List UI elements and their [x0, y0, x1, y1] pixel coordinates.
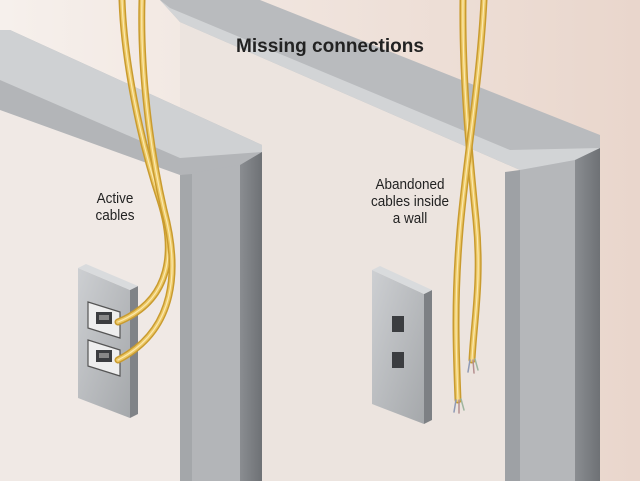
- abandoned-cables-label-line: cables inside: [370, 193, 450, 210]
- empty-jack-opening: [392, 352, 404, 368]
- active-cables-label-line: Active: [96, 190, 134, 207]
- cut-cable-end: [453, 398, 465, 414]
- rj45-jack-icon: [87, 301, 121, 339]
- active-cables: [114, 0, 176, 364]
- diagram-title: Missing connections: [236, 36, 424, 57]
- abandoned-cables-label: Abandoned cables inside a wall: [347, 176, 473, 227]
- wall-plate-icon: [372, 266, 432, 424]
- rj45-jack-icon: [87, 339, 121, 377]
- active-cables-label-line: cables: [95, 207, 135, 224]
- abandoned-cables-label-line: Abandoned: [375, 176, 445, 193]
- empty-jack-opening: [392, 316, 404, 332]
- right-wall: [160, 0, 600, 481]
- cut-cable-end: [467, 358, 479, 374]
- active-cables-label: Active cables: [75, 190, 156, 224]
- abandoned-cables: [452, 0, 488, 404]
- abandoned-cables-label-line: a wall: [392, 210, 428, 227]
- wall-plate-icon: [78, 264, 138, 418]
